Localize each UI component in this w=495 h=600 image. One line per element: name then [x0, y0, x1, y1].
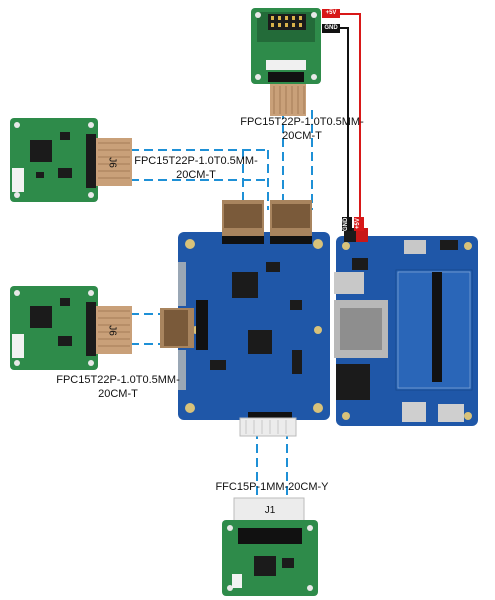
dashed-cable-lines [130, 110, 313, 530]
bottom-camera-board [222, 497, 318, 596]
power-wires [339, 13, 361, 228]
top-flex-cable [270, 84, 306, 116]
fpc-mid-label-line1: FPC15T22P-1.0T0.5MM- [134, 155, 258, 167]
main-board-fpc-connectors [160, 200, 312, 348]
fpc-top-label-line2: 20CM-T [282, 130, 322, 142]
black-wire [339, 27, 349, 228]
j6-lower-label: J6 [106, 325, 118, 336]
board-plus-5v-label: +5V [354, 217, 364, 231]
left-upper-flex [96, 138, 132, 186]
fpc-low-label-line1: FPC15T22P-1.0T0.5MM- [56, 374, 180, 386]
orange-pi-board [334, 228, 478, 426]
red-wire [339, 13, 361, 228]
left-upper-board [10, 118, 98, 202]
left-lower-flex [96, 306, 132, 354]
top-gnd-label: GND [322, 24, 340, 33]
ffc-label: FFC15P-1MM-20CM-Y [215, 481, 329, 493]
j1-label: J1 [264, 505, 276, 516]
main-expansion-board [178, 232, 330, 420]
fpc-mid-label-line2: 20CM-T [176, 169, 216, 181]
top-plus-5v-label: +5V [322, 9, 340, 18]
j6-upper-label: J6 [106, 157, 118, 168]
fpc-top-label-line1: FPC15T22P-1.0T0.5MM- [240, 116, 364, 128]
left-lower-board [10, 286, 98, 370]
board-gnd-label: GND [342, 217, 352, 231]
bottom-flex-cable [239, 417, 297, 437]
top-adapter-board [251, 8, 321, 84]
fpc-low-label-line2: 20CM-T [98, 388, 138, 400]
